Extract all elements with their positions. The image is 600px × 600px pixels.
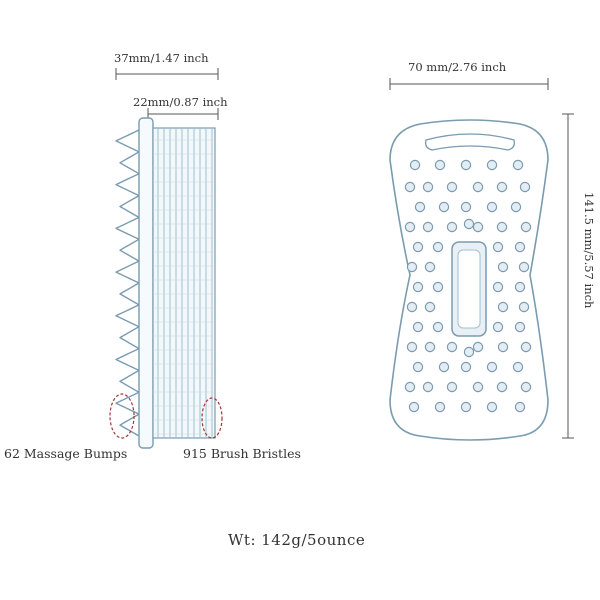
label-front-height: 141.5 mm/5.57 inch — [582, 192, 596, 309]
massage-bump — [438, 361, 450, 373]
massage-bump — [412, 321, 424, 333]
massage-bump — [424, 301, 436, 313]
label-brush-bristles: 915 Brush Bristles — [183, 446, 301, 461]
massage-bump — [492, 241, 504, 253]
label-front-width: 70 mm/2.76 inch — [408, 60, 507, 74]
massage-bump — [497, 301, 509, 313]
front-handle-slot — [424, 133, 516, 151]
massage-bump — [432, 281, 444, 293]
massage-bump — [472, 341, 484, 353]
massage-bump — [497, 341, 509, 353]
dimension-side-body — [147, 108, 219, 120]
massage-bump — [432, 321, 444, 333]
massage-bump — [520, 221, 532, 233]
massage-bump — [422, 181, 434, 193]
massage-bump — [496, 181, 508, 193]
massage-bump — [512, 159, 524, 171]
massage-bump — [472, 181, 484, 193]
massage-bump — [460, 201, 472, 213]
massage-bump — [519, 181, 531, 193]
side-brush-bristles — [152, 127, 216, 439]
massage-bump — [463, 218, 475, 230]
callout-brush-bristles — [201, 397, 223, 439]
massage-bump — [486, 201, 498, 213]
massage-bump — [460, 159, 472, 171]
massage-bump — [412, 281, 424, 293]
massage-bump — [408, 401, 420, 413]
massage-bump — [432, 241, 444, 253]
label-side-body-width: 22mm/0.87 inch — [133, 95, 228, 109]
massage-bump — [412, 361, 424, 373]
massage-bump — [406, 341, 418, 353]
massage-bump — [520, 341, 532, 353]
massage-bump — [518, 261, 530, 273]
callout-massage-bumps — [109, 393, 135, 439]
massage-bump — [514, 241, 526, 253]
massage-bump — [446, 341, 458, 353]
side-massage-bumps — [115, 129, 140, 437]
side-base-plate — [138, 117, 154, 449]
dimension-front-height — [562, 113, 574, 439]
dimension-side-total — [115, 68, 219, 80]
massage-bump — [472, 221, 484, 233]
massage-bump — [434, 401, 446, 413]
massage-bump — [514, 321, 526, 333]
label-massage-bumps: 62 Massage Bumps — [4, 446, 128, 461]
massage-bump — [514, 401, 526, 413]
massage-bump — [404, 221, 416, 233]
massage-bump — [496, 381, 508, 393]
massage-bump — [422, 381, 434, 393]
dimension-front-width — [389, 78, 549, 90]
massage-bump — [518, 301, 530, 313]
massage-bump — [463, 346, 475, 358]
massage-bump — [412, 241, 424, 253]
massage-bump — [486, 401, 498, 413]
label-side-total-width: 37mm/1.47 inch — [114, 51, 209, 65]
massage-bump — [520, 381, 532, 393]
massage-bump — [404, 181, 416, 193]
massage-bump — [486, 159, 498, 171]
massage-bump — [434, 159, 446, 171]
front-massage-bumps — [404, 159, 532, 413]
label-weight: Wt: 142g/5ounce — [228, 531, 366, 549]
massage-bump — [492, 321, 504, 333]
massage-bump — [414, 201, 426, 213]
massage-bump — [514, 281, 526, 293]
massage-bump — [486, 361, 498, 373]
massage-bump — [404, 381, 416, 393]
massage-bump — [446, 181, 458, 193]
massage-bump — [492, 281, 504, 293]
massage-bump — [446, 381, 458, 393]
massage-bump — [460, 361, 472, 373]
massage-bump — [409, 159, 421, 171]
massage-bump — [424, 341, 436, 353]
massage-bump — [496, 221, 508, 233]
massage-bump — [422, 221, 434, 233]
massage-bump — [446, 221, 458, 233]
massage-bump — [510, 201, 522, 213]
massage-bump — [512, 361, 524, 373]
massage-bump — [460, 401, 472, 413]
massage-bump — [406, 301, 418, 313]
massage-bump — [497, 261, 509, 273]
massage-bump — [438, 201, 450, 213]
massage-bump — [406, 261, 418, 273]
massage-bump — [424, 261, 436, 273]
massage-bump — [472, 381, 484, 393]
